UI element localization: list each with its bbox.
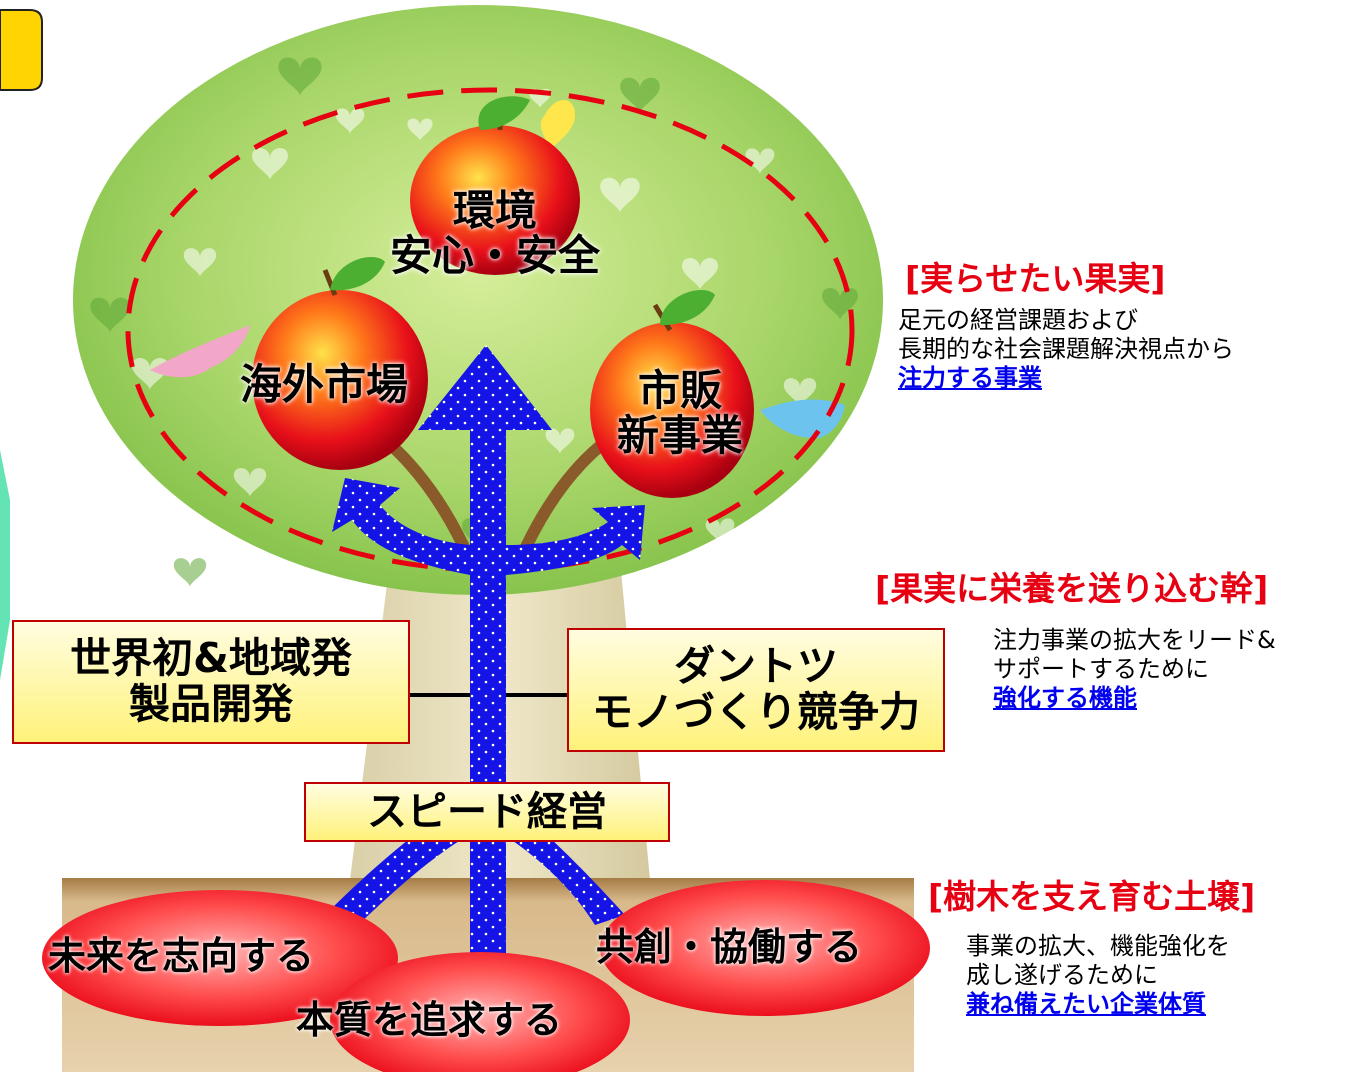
legend-soil-heading: [樹木を支え育む土壌]	[928, 877, 1256, 916]
arrow-branch-left	[332, 478, 470, 575]
apple-center	[410, 96, 580, 275]
box-manufacturing-competitiveness: ダントツ モノづくり競争力	[567, 628, 945, 752]
fruit-label-center: 環境 安心・安全	[389, 186, 600, 281]
soil-label-cocreation: 共創・協働する	[596, 925, 863, 969]
legend-soil-body: 事業の拡大、機能強化を 成し遂げるために 兼ね備えたい企業体質	[966, 932, 1230, 1018]
legend-trunk-link[interactable]: 強化する機能	[993, 683, 1137, 712]
legend-trunk-body: 注力事業の拡大をリード& サポートするために 強化する機能	[993, 626, 1276, 712]
arrow-branch-right	[506, 505, 645, 575]
legend-fruit-body: 足元の経営課題および 長期的な社会課題解決視点から 注力する事業	[898, 306, 1234, 392]
apple-right	[590, 289, 754, 498]
box-speed-management: スピード経営	[304, 782, 670, 842]
legend-soil-link[interactable]: 兼ね備えたい企業体質	[966, 989, 1206, 1018]
apple-left	[252, 257, 428, 470]
fruit-label-right: 市販 新事業	[616, 366, 743, 461]
side-accent-shape	[0, 450, 10, 680]
legend-fruit-heading: [実らせたい果実]	[905, 259, 1166, 298]
fruit-label-left: 海外市場	[239, 360, 408, 409]
soil-oval-left	[42, 890, 398, 1026]
blue-bird-icon	[760, 399, 845, 439]
fruit-boundary-dashed-ellipse	[125, 87, 855, 573]
legend-trunk-heading: [果実に栄養を送り込む幹]	[875, 569, 1269, 608]
legend-fruit-link[interactable]: 注力する事業	[898, 363, 1042, 392]
box-product-development: 世界初&地域発 製品開発	[12, 620, 410, 744]
soil-label-future: 未来を志向する	[48, 934, 315, 978]
butterfly-icon	[540, 100, 575, 150]
corner-tab-shape	[0, 9, 43, 91]
pink-bird-icon	[150, 325, 250, 378]
soil-oval-center	[330, 952, 630, 1072]
main-arrow	[418, 345, 552, 960]
soil-label-essence: 本質を追求する	[296, 998, 563, 1042]
soil-oval-right	[600, 880, 930, 1016]
